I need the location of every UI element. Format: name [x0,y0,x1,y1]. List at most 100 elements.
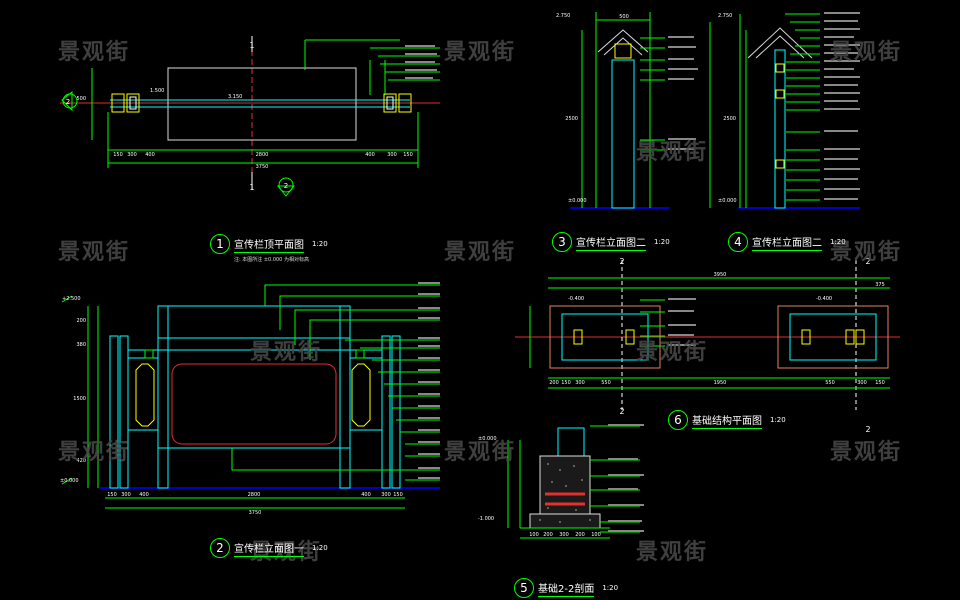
base-plan-dim-top-right: 375 [875,282,885,288]
plan-1-dim-segment: 400 [145,152,155,158]
plan-1-dim-segment: 300 [127,152,137,158]
base-section-dim-value: 100 [529,532,539,538]
elev-1-dim-segment: 400 [361,492,371,498]
elev-1-dim-left-value: 200 [76,318,86,324]
base-section-annotation-marks [608,424,644,532]
plan-1-cut-mark-bottom: 1 [249,183,254,192]
base-plan-dim-segment: 200 [549,380,559,386]
plan-1-dim-segments: 150 300 400 2800 400 300 150 [113,152,413,158]
watermark: 景观街 [58,440,131,465]
base-section-bottom-level: -1.000 [478,516,494,522]
elev-1-dim-segment: 150 [393,492,403,498]
watermark: 景观街 [830,40,903,65]
drawing-title-4: 4 宣传栏立面图二 1:20 [728,232,846,252]
base-plan-drawing [515,260,900,410]
drawing-scale: 1:20 [602,584,619,592]
elev-1-dim-left-value: 420 [76,458,86,464]
plan-1-cut-mark-top: 1 [249,41,254,50]
elev-3-drawing [738,13,860,209]
base-plan-dim-segment: 150 [561,380,571,386]
base-plan-annotation-marks [668,298,696,346]
plan-1-dim-segment: 150 [403,152,413,158]
drawing-number-badge: 3 [552,232,572,252]
base-plan-cut-mark-right-top: 2 [865,257,870,266]
elev-1-dim-segment: 300 [381,492,391,498]
base-section-dim-value: 100 [591,532,601,538]
elev-2-annotation-marks [668,36,698,150]
watermark: 景观街 [444,440,517,465]
watermark: 景观街 [250,540,323,565]
drawing-scale: 1:20 [312,544,328,552]
base-plan-dim-segment: 300 [575,380,585,386]
elev-1-top-level: +2.500 [62,296,81,302]
elev-1-dim-segment: 300 [121,492,131,498]
plan-1-dim-left-2: 1.500 [150,88,164,94]
watermark: 景观街 [444,240,517,265]
base-plan-cut-mark-top: 2 [619,257,624,266]
drawing-number-badge: 4 [728,232,748,252]
elev-1-drawing [61,284,440,509]
plan-1-section-mark-bottom: 2 [284,182,288,190]
drawing-title-6: 6 基础结构平面图 1:20 [668,410,786,430]
plan-1-section-mark-left: 2 [66,98,70,106]
drawing-number-badge: 6 [668,410,688,430]
elev-3-top-level: 2.750 [718,13,732,19]
base-section-top-level: ±0.000 [478,436,497,442]
drawing-title-text: 宣传栏立面图二 [752,234,822,251]
watermark: 景观街 [830,440,903,465]
elev-3-annotation-marks [824,12,860,200]
plan-1-annotation-marks [405,45,437,79]
drawing-note: 注: 本图所注 ±0.000 为相对标高 [234,257,309,263]
drawing-scale: 1:20 [770,416,786,424]
elev-2-drawing [570,12,711,209]
plan-1-dim-left: 500 [76,96,86,102]
plan-1-drawing [60,36,440,197]
elev-2-dim-left: 2500 [565,116,578,122]
elev-1-ground-level: ±0.000 [60,478,79,484]
base-section-concrete-dots [539,463,591,523]
elev-1-dim-left-value: 380 [76,342,86,348]
base-plan-level: -0.400 [568,296,584,302]
plan-1-dim-segment: 400 [365,152,375,158]
drawing-scale: 1:20 [312,240,328,248]
elev-2-dim-top: 500 [619,14,629,20]
plan-1-elevation-label: 3.150 [228,94,242,100]
drawing-number-badge: 2 [210,538,230,558]
drawing-scale: 1:20 [654,238,670,246]
elev-3-ground-level: ±0.000 [718,198,737,204]
watermark: 景观街 [830,240,903,265]
base-plan-dim-segment: 300 [857,380,867,386]
watermark: 景观街 [636,140,709,165]
drawing-title-text: 宣传栏顶平面图 [234,236,304,253]
elev-1-dim-segment: 2800 [248,492,261,498]
watermark: 景观街 [58,40,131,65]
elev-2-ground-level: ±0.000 [568,198,587,204]
elev-1-dim-left-value: 1500 [73,396,86,402]
watermark: 景观街 [250,340,323,365]
drawing-title-3: 3 宣传栏立面图二 1:20 [552,232,670,252]
base-plan-dim-segment: 550 [825,380,835,386]
drawing-title-5: 5 基础2-2剖面 1:20 [514,578,618,598]
base-section-dim-value: 200 [575,532,585,538]
drawing-scale: 1:20 [830,238,846,246]
base-plan-level: -0.400 [816,296,832,302]
plan-1-dim-total: 3750 [256,164,269,170]
elev-1-dim-total: 3750 [249,510,262,516]
base-plan-dim-segment: 1950 [714,380,727,386]
base-section-dim-value: 300 [559,532,569,538]
base-plan-dim-segment: 550 [601,380,611,386]
base-section-dim-bottom: 100 200 300 200 100 [529,532,601,538]
drawing-title-1: 1 宣传栏顶平面图 1:20 [210,234,328,254]
base-section-dim-value: 200 [543,532,553,538]
elev-1-dim-segments: 150 300 400 2800 400 300 150 [107,492,403,498]
base-plan-dim-segment: 150 [875,380,885,386]
drawing-title-2: 2 宣传栏立面图一 1:20 [210,538,328,558]
plan-1-dim-segment: 150 [113,152,123,158]
drawing-number-badge: 5 [514,578,534,598]
watermark: 景观街 [636,540,709,565]
elev-3-dim-left: 2500 [723,116,736,122]
base-plan-cut-mark-bottom: 2 [619,407,624,416]
elev-1-annotation-marks [418,282,440,479]
elev-2-top-level: 2.750 [556,13,570,19]
